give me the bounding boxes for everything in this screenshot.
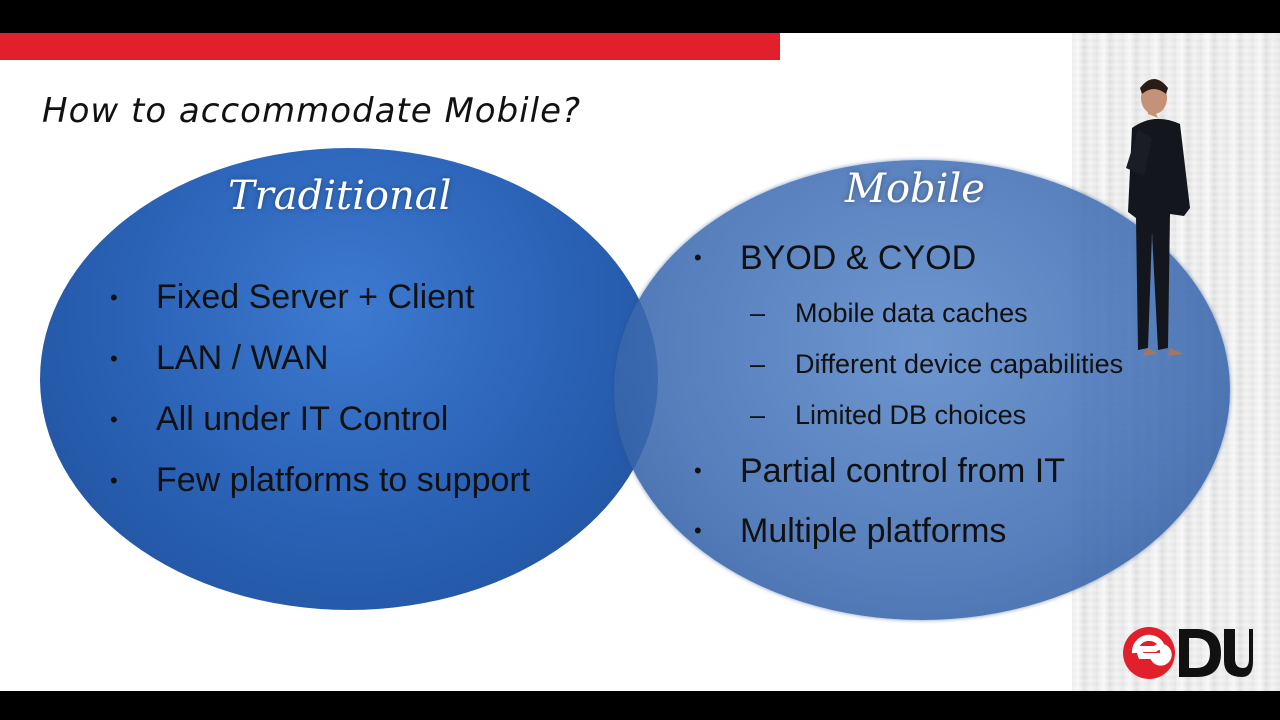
- edu-logo: [1123, 627, 1253, 679]
- dash-icon: –: [750, 400, 766, 430]
- traditional-ellipse: [40, 148, 658, 610]
- bullet-icon: •: [694, 245, 702, 270]
- sub-list-item: –Mobile data caches: [750, 298, 1028, 328]
- dash-icon: –: [750, 349, 766, 379]
- slide-title: How to accommodate Mobile?: [42, 91, 582, 131]
- bullet-icon: •: [110, 284, 118, 310]
- bullet-icon: •: [110, 467, 118, 493]
- traditional-bullet-list: •Fixed Server + Client •LAN / WAN •All u…: [110, 267, 530, 511]
- list-item: •BYOD & CYOD: [694, 238, 977, 277]
- list-item: •Few platforms to support: [110, 461, 531, 499]
- sub-list-item: –Different device capabilities: [750, 349, 1124, 379]
- list-item: •LAN / WAN: [110, 339, 329, 377]
- dash-icon: –: [750, 298, 766, 328]
- list-item: •Multiple platforms: [694, 511, 1007, 550]
- list-item: •All under IT Control: [110, 400, 449, 438]
- list-item: •Fixed Server + Client: [110, 278, 475, 316]
- mobile-ellipse: [614, 160, 1230, 620]
- list-item: •Partial control from IT: [694, 451, 1065, 490]
- top-black-bar: [0, 0, 1280, 33]
- bullet-icon: •: [694, 458, 702, 483]
- slide: How to accommodate Mobile? Traditional M…: [0, 33, 1280, 691]
- red-accent-bar: [0, 33, 780, 60]
- bullet-icon: •: [110, 406, 118, 432]
- sub-list-item: –Limited DB choices: [750, 400, 1027, 430]
- mobile-bullet-list: •BYOD & CYOD –Mobile data caches –Differ…: [694, 228, 1123, 561]
- mobile-heading: Mobile: [845, 166, 985, 212]
- businesswoman-image: [1126, 79, 1190, 356]
- bullet-icon: •: [694, 518, 702, 543]
- bullet-icon: •: [110, 345, 118, 371]
- traditional-heading: Traditional: [228, 173, 452, 219]
